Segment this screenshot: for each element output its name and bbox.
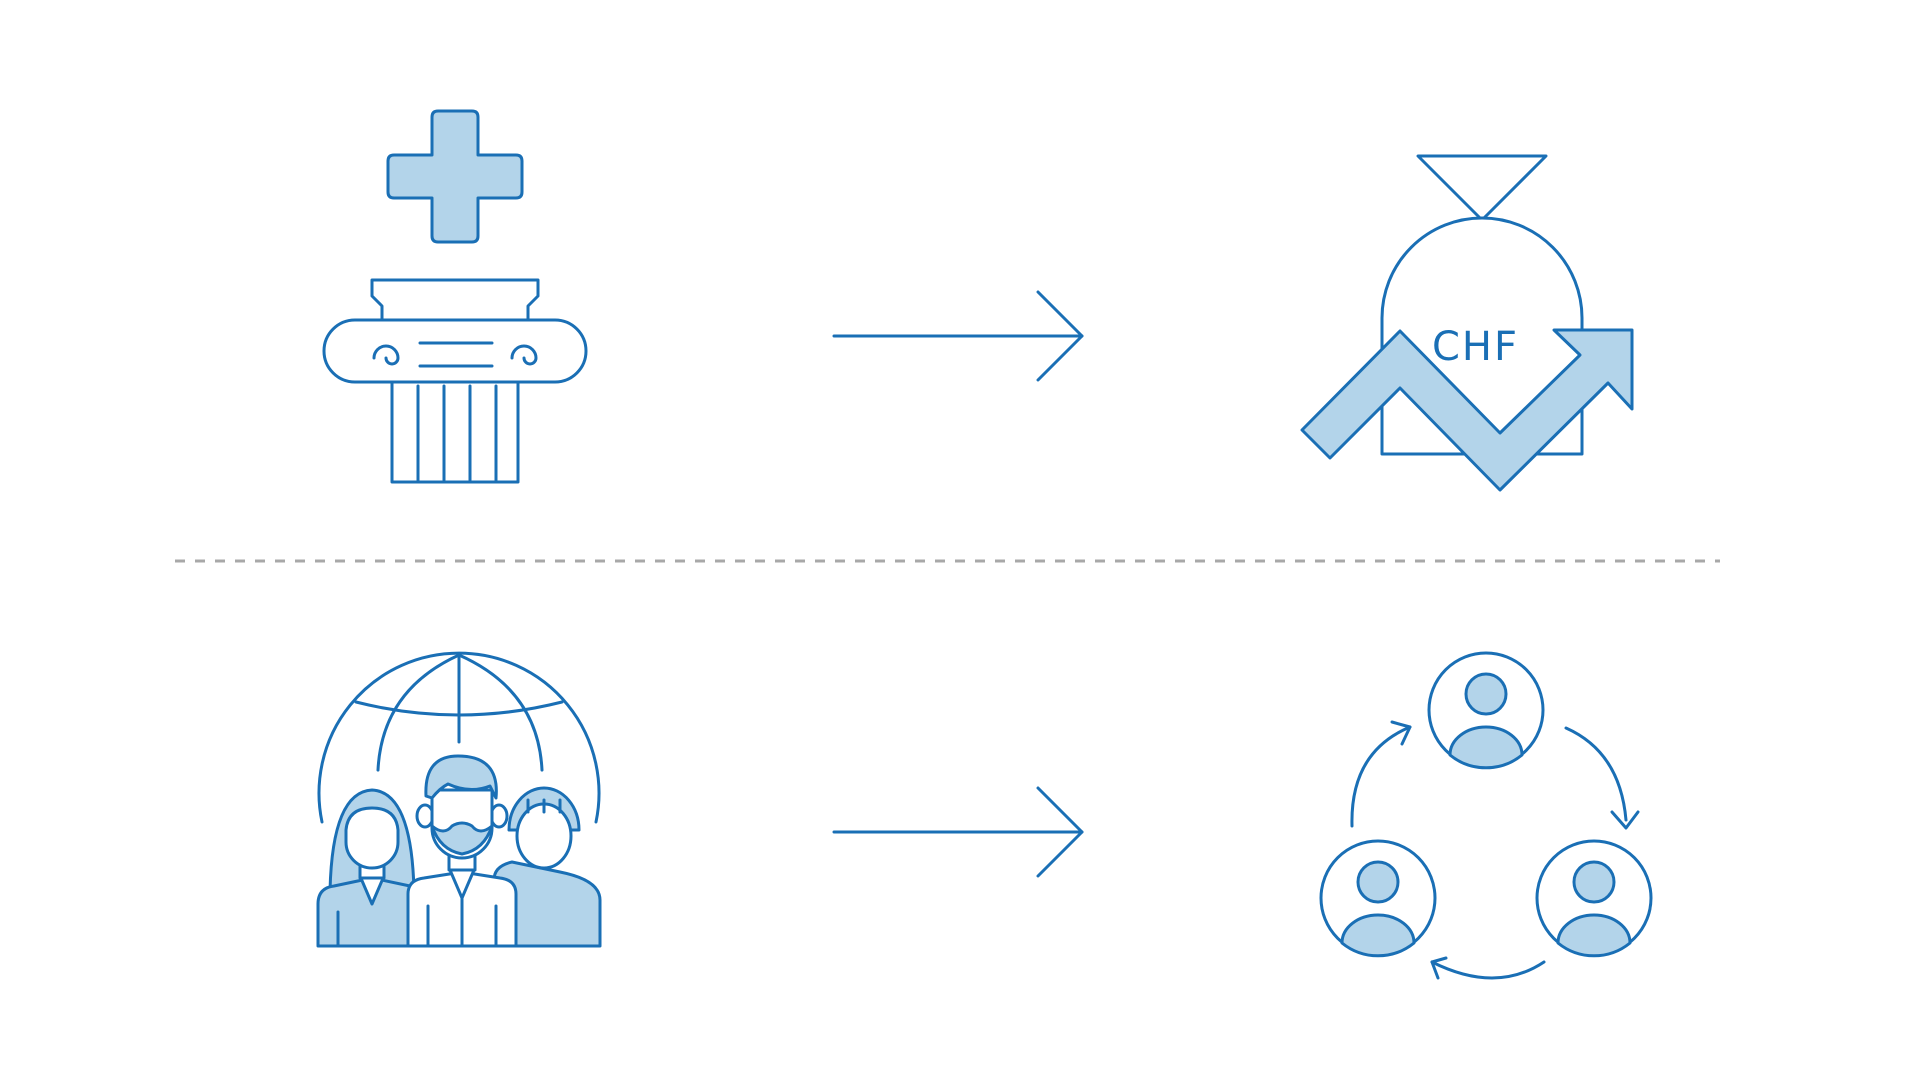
- arrow-right-icon: [832, 290, 1084, 382]
- global-people-icon: [316, 651, 602, 948]
- chf-moneybag-growth-icon: CHF: [1300, 154, 1634, 492]
- plus-on-column-icon: [322, 109, 588, 484]
- bag-knot: [1416, 154, 1548, 222]
- plus-icon: [386, 109, 524, 244]
- person-icon: [316, 788, 428, 948]
- column-icon: [322, 278, 588, 484]
- person-icon: [406, 754, 518, 948]
- person-circle-right: [1535, 839, 1653, 958]
- person-icon: [492, 786, 602, 948]
- people-cycle-icon: [1319, 651, 1653, 980]
- currency-label: CHF: [1432, 324, 1519, 370]
- globe-icon: [317, 651, 601, 824]
- arrow-right-icon: [832, 786, 1084, 878]
- cycle-arrows-icon: [1350, 720, 1640, 980]
- person-circle-left: [1319, 839, 1437, 958]
- growth-arrow-icon: [1300, 328, 1634, 492]
- person-circle-top: [1427, 651, 1545, 770]
